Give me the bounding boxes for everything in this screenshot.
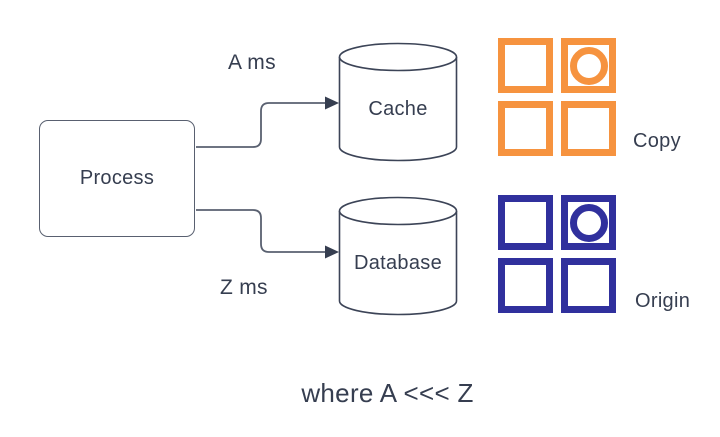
grid-square	[498, 258, 553, 313]
cache-node-label: Cache	[368, 97, 428, 120]
cache-latency-label: A ms	[228, 51, 276, 74]
grid-square	[498, 38, 553, 93]
copy-label: Copy	[633, 130, 681, 152]
origin-label: Origin	[635, 290, 691, 312]
grid-square	[561, 38, 616, 93]
cache-node: Cache	[338, 42, 458, 162]
arrow-process-to-cache	[196, 96, 339, 148]
arrow-process-to-database	[196, 209, 339, 259]
cylinder-shape-icon	[338, 42, 458, 162]
database-node-label: Database	[353, 251, 442, 274]
arrowhead-icon	[325, 96, 339, 110]
process-node: Process	[39, 120, 195, 237]
grid-square	[561, 258, 616, 313]
cylinder-shape-icon	[338, 196, 458, 316]
circle-glyph-icon	[569, 203, 608, 242]
circle-glyph-icon	[569, 46, 608, 85]
process-node-label: Process	[79, 167, 155, 189]
database-latency-label: Z ms	[220, 276, 268, 299]
grid-square	[498, 195, 553, 250]
grid-square	[561, 195, 616, 250]
grid-square	[498, 101, 553, 156]
database-node: Database	[338, 196, 458, 316]
arrowhead-icon	[325, 245, 339, 259]
copy-grid-icon	[498, 38, 616, 156]
caption-text: where A <<< Z	[301, 378, 474, 408]
grid-square	[561, 101, 616, 156]
origin-grid-icon	[498, 195, 616, 313]
